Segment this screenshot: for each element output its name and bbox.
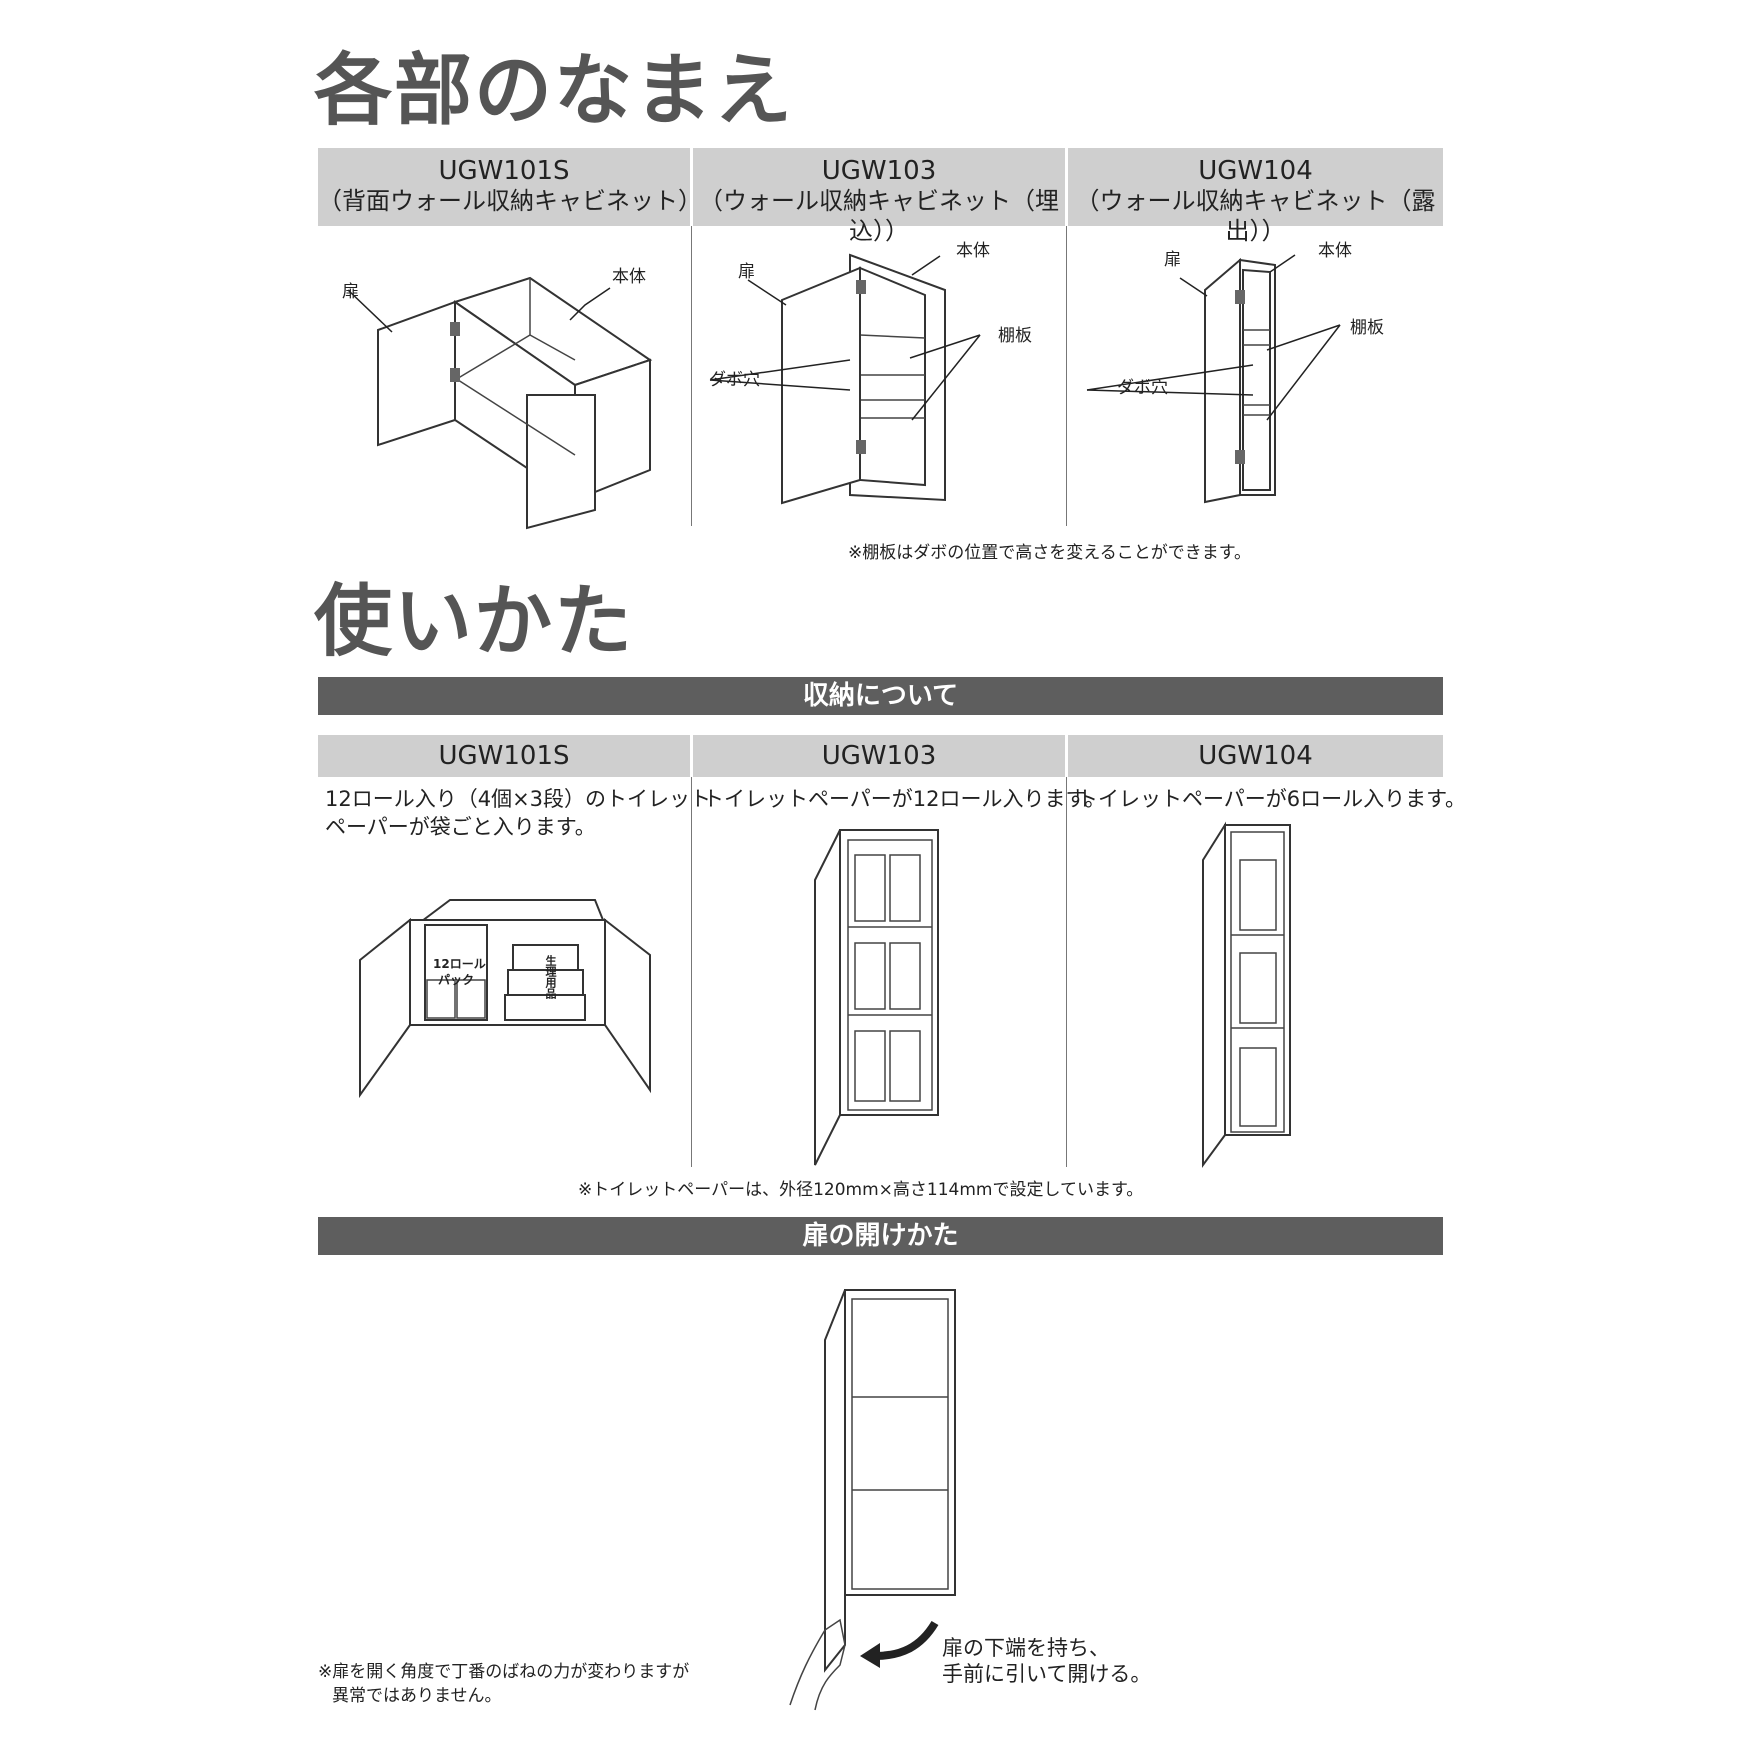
header-ugw103: UGW103 （ウォール収納キャビネット（埋込）） — [693, 148, 1065, 245]
arrow-left-icon — [860, 1620, 939, 1668]
label-shelf: 棚板 — [998, 326, 1032, 346]
page-title-parts: 各部のなまえ — [314, 46, 795, 136]
toilet-roll-icon — [1239, 859, 1277, 1127]
column-divider — [691, 226, 692, 526]
instr-line: 手前に引いて開ける。 — [942, 1662, 1152, 1686]
shelf-leader — [909, 334, 981, 359]
label-body: 本体 — [612, 267, 646, 287]
shelf-line — [859, 334, 926, 339]
model-name: UGW101S — [438, 156, 570, 186]
door-section-bar: 扉の開けかた — [318, 1217, 1443, 1255]
model-name: UGW103 — [821, 741, 937, 771]
storage-desc-ugw103: トイレットペーパーが12ロール入ります。 — [703, 787, 1106, 811]
door-instruction: 扉の下端を持ち、 手前に引いて開ける。 — [942, 1635, 1151, 1687]
hinge-icon — [856, 440, 866, 454]
header-ugw104: UGW104 （ウォール収納キャビネット（露出）） — [1068, 148, 1443, 245]
instr-line: 扉の下端を持ち、 — [942, 1636, 1110, 1660]
toilet-roll-pack — [424, 924, 488, 1021]
storage-desc-ugw101s: 12ロール入り（4個×3段）のトイレット ペーパーが袋ごと入ります。 — [325, 785, 711, 841]
storage-header-ugw103: UGW103 — [693, 735, 1065, 777]
shelf-leader — [911, 334, 981, 421]
right-door — [604, 917, 651, 1094]
dowel-leader — [1086, 389, 1254, 396]
left-door — [359, 917, 411, 1099]
cabinet-left-door — [377, 300, 456, 447]
label-shelf: 棚板 — [1350, 318, 1384, 338]
desc-line: 12ロール入り（4個×3段）のトイレット — [325, 787, 712, 811]
note-line: ※扉を開く角度で丁番のばねの力が変わりますが — [318, 1662, 690, 1682]
label-door: 扉 — [342, 282, 359, 302]
column-divider — [691, 777, 692, 1167]
body-leader — [1269, 254, 1296, 273]
door-leader — [747, 279, 787, 306]
ugw101s-parts-diagram — [347, 276, 653, 530]
storage-header-ugw101s: UGW101S — [318, 735, 690, 777]
label-door: 扉 — [1164, 250, 1181, 270]
hinge-note: ※扉を開く角度で丁番のばねの力が変わりますが 異常ではありません。 — [318, 1660, 689, 1708]
sanitary-label: 生理用品 — [544, 955, 557, 999]
storage-header-ugw104: UGW104 — [1068, 735, 1443, 777]
page-title-usage: 使いかた — [314, 577, 635, 667]
ugw104-parts-diagram — [1086, 254, 1341, 504]
cabinet-door — [1204, 257, 1241, 504]
hinge-icon — [450, 368, 460, 382]
label-body: 本体 — [956, 241, 990, 261]
toilet-roll-icon — [426, 979, 486, 1019]
column-divider — [1066, 777, 1067, 1167]
dowel-leader — [1086, 364, 1254, 391]
note-line: 異常ではありません。 — [332, 1686, 502, 1706]
cabinet-interior — [1242, 268, 1271, 491]
ugw104-storage-diagram — [1202, 821, 1291, 1169]
label-body: 本体 — [1318, 241, 1352, 261]
hinge-icon — [1235, 450, 1245, 464]
header-ugw101s: UGW101S （背面ウォール収納キャビネット） — [318, 148, 702, 226]
body-leader — [569, 287, 611, 321]
hand-icon — [789, 1618, 846, 1711]
storage-desc-ugw104: トイレットペーパーが6ロール入ります。 — [1077, 787, 1467, 811]
shelf-note: ※棚板はダボの位置で高さを変えることができます。 — [848, 543, 1252, 563]
model-name: UGW103 — [821, 156, 937, 186]
ugw103-parts-diagram — [709, 253, 981, 505]
model-name: UGW104 — [1198, 741, 1313, 771]
hinge-icon — [1235, 290, 1245, 304]
label-door: 扉 — [738, 262, 755, 282]
cabinet-body — [1224, 824, 1291, 1136]
door-opening-diagram — [789, 1289, 956, 1711]
label-dowel-hole: ダボ穴 — [1117, 378, 1168, 398]
cabinet-body — [844, 1289, 956, 1596]
toilet-roll-icon — [854, 854, 921, 1102]
cabinet-door — [824, 1289, 846, 1673]
model-name: UGW104 — [1198, 156, 1313, 186]
label-dowel-hole: ダボ穴 — [709, 370, 760, 390]
door-leader — [1179, 277, 1208, 297]
ugw103-storage-diagram — [814, 829, 939, 1166]
hinge-icon — [856, 280, 866, 294]
cabinet-right-door — [526, 394, 596, 530]
column-divider — [1066, 226, 1067, 526]
cabinet-door — [781, 266, 861, 505]
pack-label: 12ロール — [433, 957, 486, 971]
hinge-icon — [450, 322, 460, 336]
pack-label: パック — [438, 973, 475, 987]
model-desc: （ウォール収納キャビネット（埋込）） — [699, 187, 1059, 245]
model-desc: （ウォール収納キャビネット（露出）） — [1075, 187, 1436, 245]
sanitary-box — [507, 969, 584, 996]
sanitary-box — [512, 944, 579, 971]
cabinet-interior — [859, 266, 926, 487]
shelf-leader — [1266, 324, 1341, 351]
cabinet-door — [814, 829, 841, 1166]
model-desc: （背面ウォール収納キャビネット） — [318, 187, 702, 215]
sanitary-box — [504, 994, 586, 1021]
model-name: UGW101S — [438, 741, 570, 771]
desc-line: ペーパーが袋ごと入ります。 — [325, 815, 596, 839]
roll-size-note: ※トイレットペーパーは、外径120mm×高さ114mmで設定しています。 — [578, 1180, 1144, 1200]
cabinet-door — [1202, 821, 1226, 1169]
dowel-leader — [709, 359, 851, 381]
body-leader — [911, 255, 941, 276]
ugw101s-storage-diagram — [359, 899, 651, 1099]
storage-section-bar: 収納について — [318, 677, 1443, 715]
door-leader — [347, 289, 393, 333]
dowel-leader — [709, 379, 851, 391]
shelf-leader — [1266, 324, 1341, 421]
